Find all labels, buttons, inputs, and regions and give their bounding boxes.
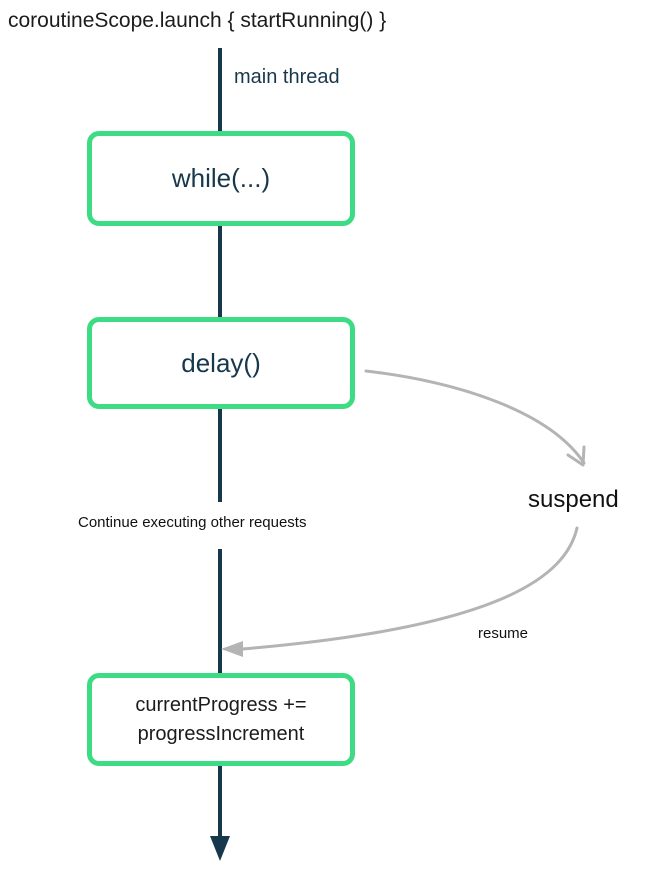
progress-box: currentProgress += progressIncrement	[87, 673, 355, 766]
main-thread-arrowhead-icon	[210, 836, 230, 861]
while-box: while(...)	[87, 131, 355, 226]
suspend-arrow	[364, 369, 586, 465]
main-thread-label: main thread	[234, 66, 340, 88]
while-box-label: while(...)	[171, 163, 271, 193]
resume-arrow	[240, 526, 579, 651]
diagram-title: coroutineScope.launch { startRunning() }	[8, 9, 387, 32]
progress-box-line2: progressIncrement	[137, 722, 305, 745]
suspend-arrowhead-icon	[566, 445, 586, 467]
suspend-label: suspend	[528, 486, 619, 513]
progress-box-line1: currentProgress +=	[135, 693, 307, 716]
continue-note-label: Continue executing other requests	[78, 514, 307, 531]
resume-label: resume	[478, 625, 529, 642]
delay-box: delay()	[87, 317, 355, 409]
resume-arrowhead-icon	[221, 641, 243, 657]
delay-box-label: delay()	[181, 347, 261, 378]
